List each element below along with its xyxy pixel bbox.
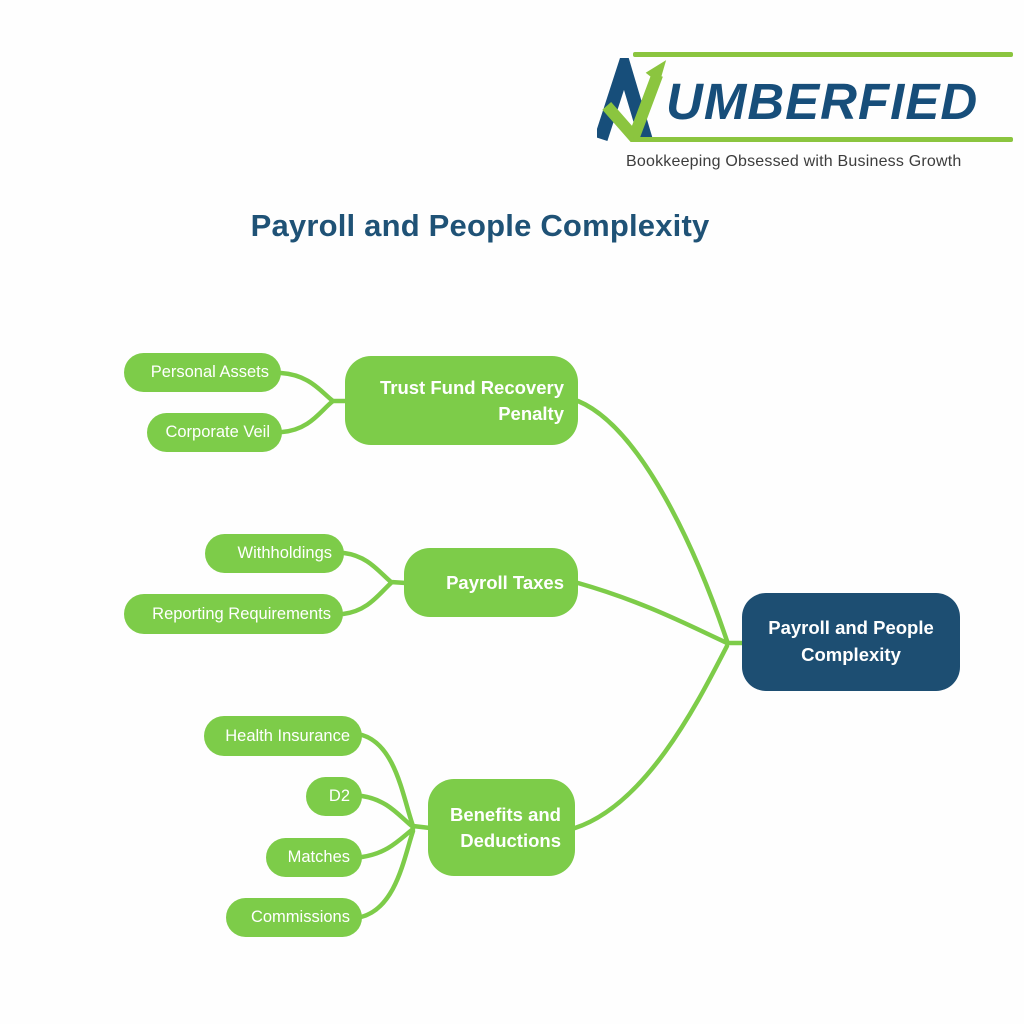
mindmap-node-d2: D2: [306, 777, 362, 816]
mindmap-node-health-insurance: Health Insurance: [204, 716, 362, 756]
mindmap-node-commissions: Commissions: [226, 898, 362, 937]
connector-lines: [278, 370, 748, 920]
logo-bottom-rule: [633, 137, 1013, 142]
mindmap-root-node: Payroll and People Complexity: [742, 593, 960, 691]
mindmap-node-matches: Matches: [266, 838, 362, 877]
mindmap-node-personal-assets: Personal Assets: [124, 353, 281, 392]
mindmap-node-trust-fund-recovery-penalty: Trust Fund Recovery Penalty: [345, 356, 578, 445]
mindmap-node-payroll-taxes: Payroll Taxes: [404, 548, 578, 617]
logo-wordmark: UMBERFIED: [666, 73, 979, 130]
mindmap-node-benefits-and-deductions: Benefits and Deductions: [428, 779, 575, 876]
mindmap-node-withholdings: Withholdings: [205, 534, 344, 573]
logo-tagline: Bookkeeping Obsessed with Business Growt…: [626, 153, 962, 170]
mindmap-node-reporting-requirements: Reporting Requirements: [124, 594, 343, 634]
page-title: Payroll and People Complexity: [250, 208, 710, 243]
logo-top-rule: [633, 52, 1013, 57]
mindmap-node-corporate-veil: Corporate Veil: [147, 413, 282, 452]
